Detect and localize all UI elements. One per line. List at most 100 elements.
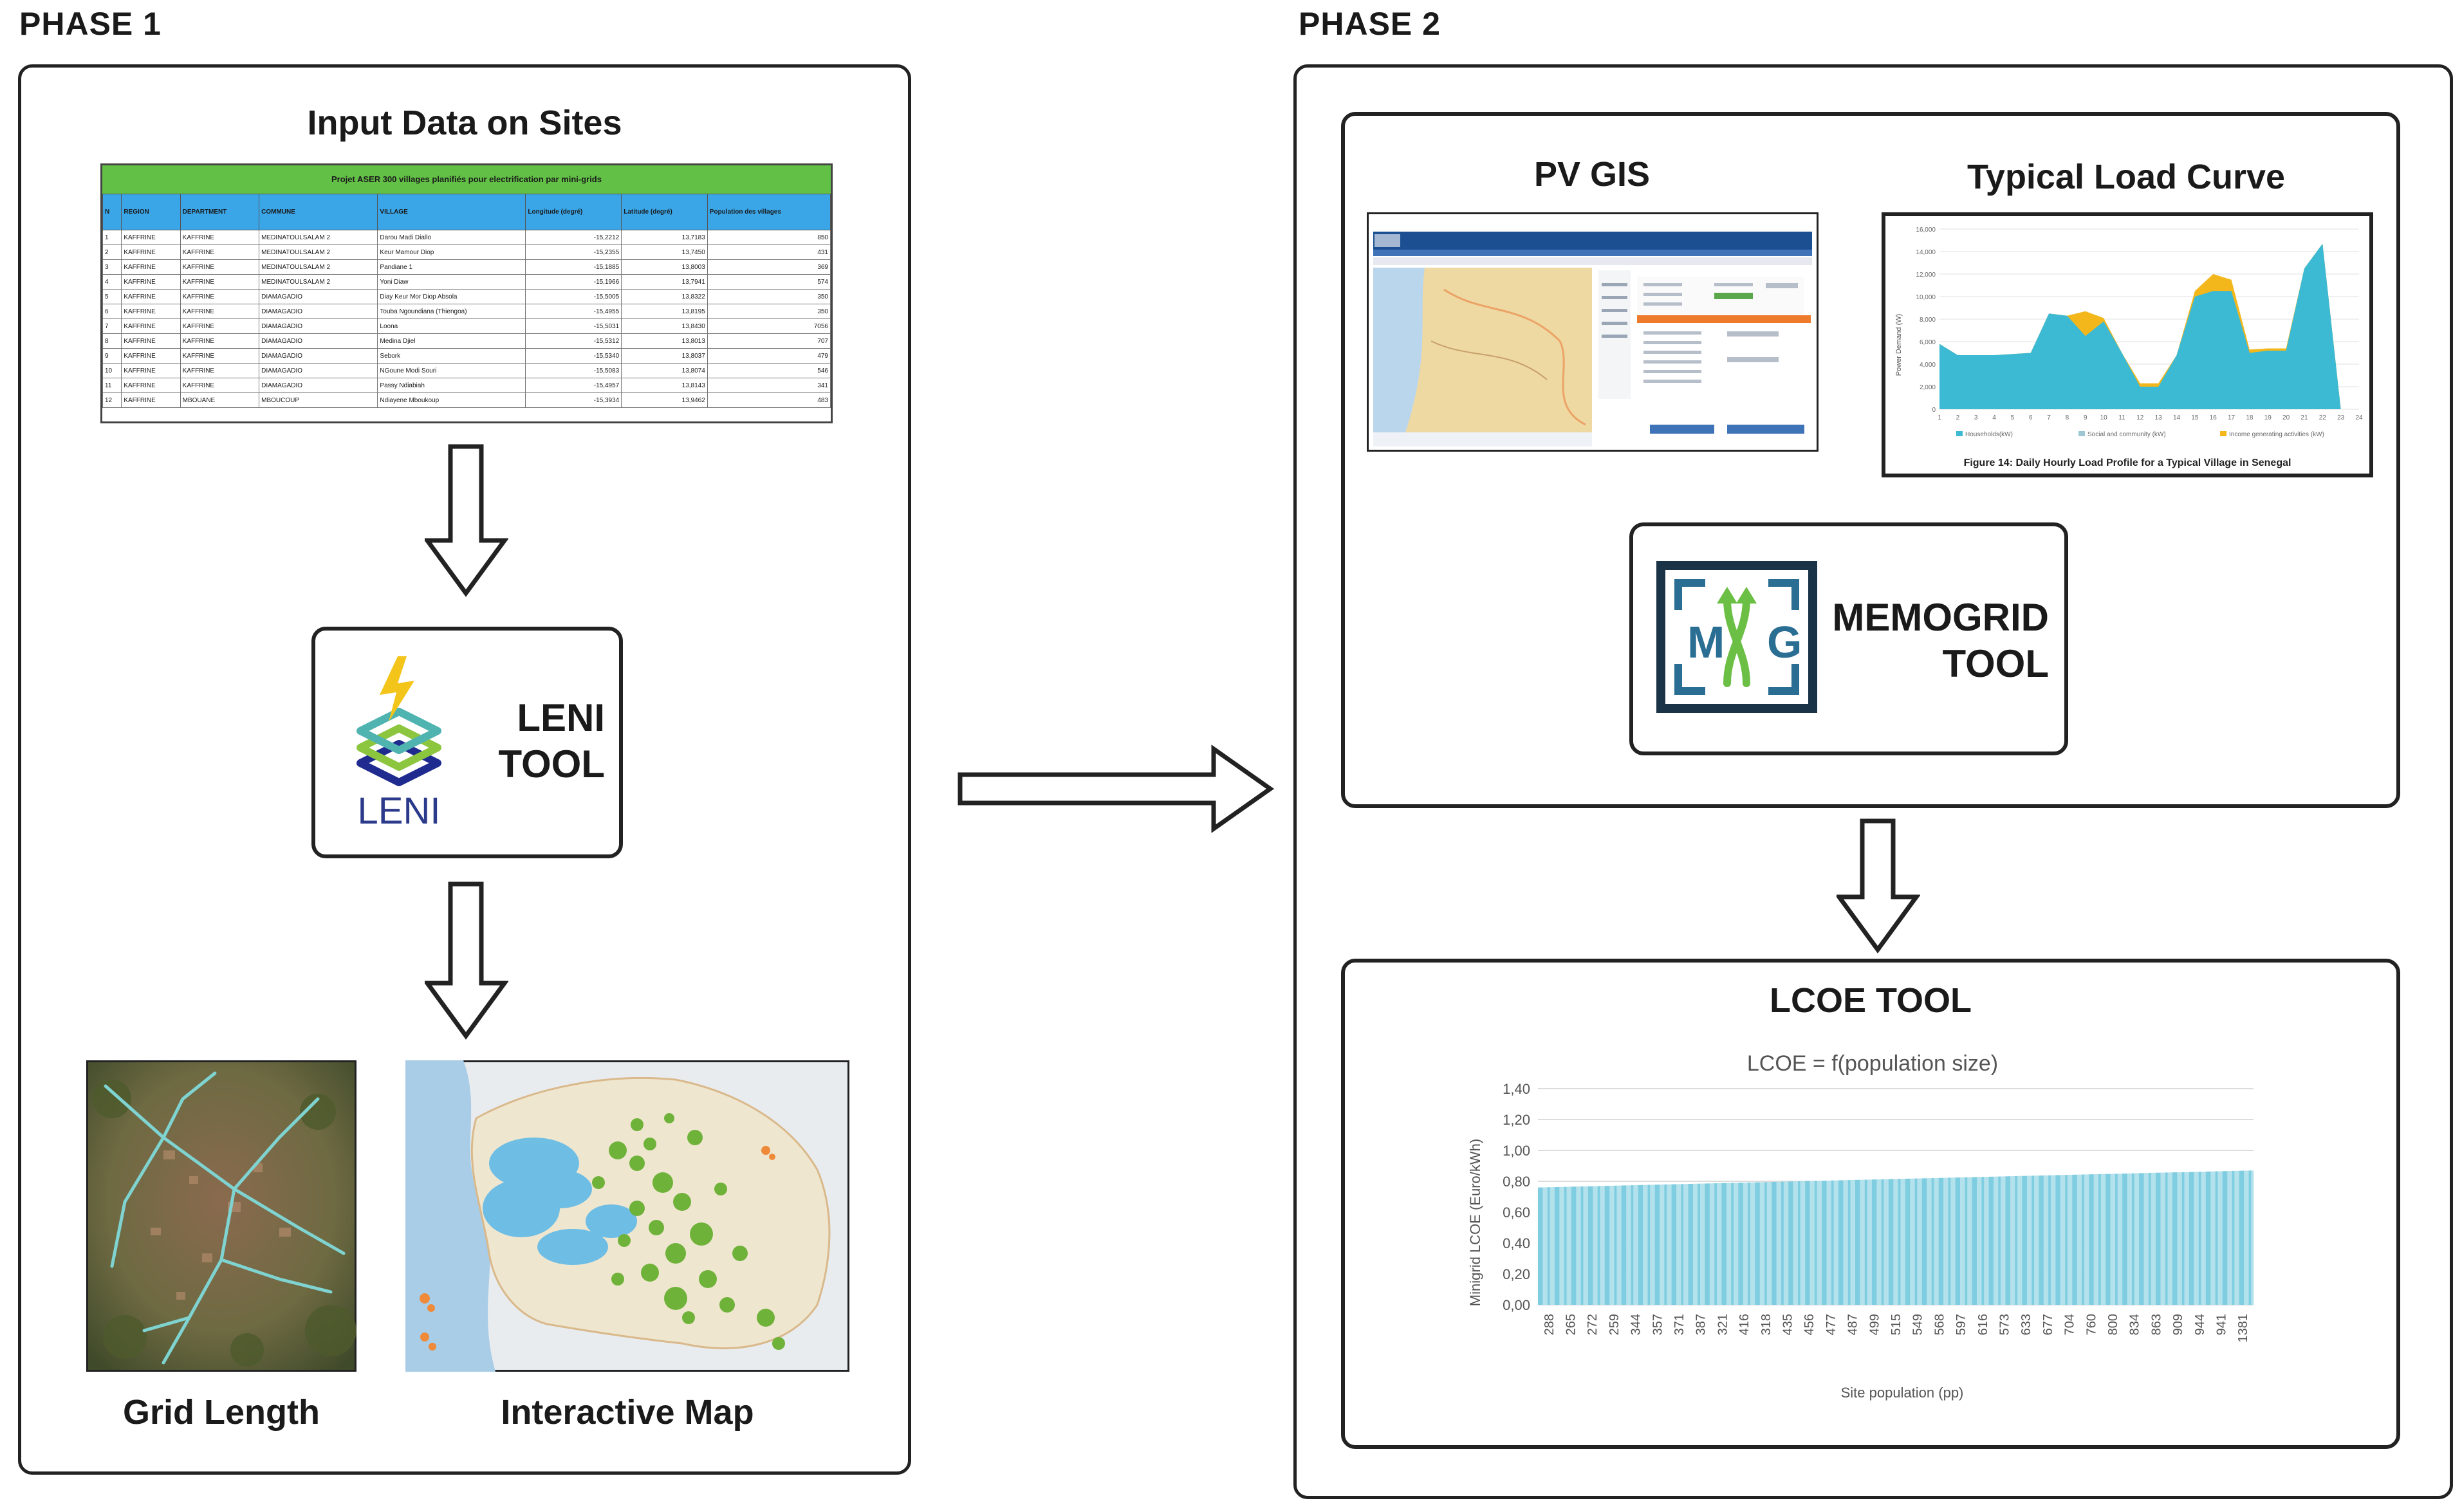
load-x-tick-label: 10 <box>2100 414 2108 421</box>
table-cell: -15,5083 <box>525 363 622 378</box>
load-x-tick-label: 6 <box>2029 414 2033 421</box>
table-cell: Touba Ngoundiana (Thiengoa) <box>377 304 526 319</box>
lcoe-bar <box>1893 1179 1896 1305</box>
lcoe-bar <box>1979 1177 1982 1305</box>
lcoe-bar <box>1550 1187 1553 1305</box>
table-cell: KAFFRINE <box>121 289 181 304</box>
interactive-map-image <box>405 1060 849 1372</box>
table-cell: KAFFRINE <box>180 244 260 260</box>
table-cell: 369 <box>707 259 831 275</box>
lcoe-x-tick-label: 633 <box>2019 1314 2033 1335</box>
table-cell: Darou Madi Diallo <box>377 230 526 245</box>
lcoe-bar <box>1783 1181 1786 1305</box>
table-header-cell: Longitude (degré) <box>525 194 622 230</box>
lcoe-bar <box>2222 1171 2225 1305</box>
lcoe-bar <box>1802 1181 1806 1305</box>
lcoe-x-tick-label: 597 <box>1954 1314 1968 1335</box>
load-x-tick-label: 24 <box>2355 414 2363 421</box>
table-cell: DIAMAGADIO <box>259 378 378 393</box>
lcoe-bar <box>1643 1185 1646 1305</box>
table-cell: MBOUCOUP <box>259 392 378 408</box>
lcoe-bar <box>1614 1185 1617 1305</box>
lcoe-bar <box>1731 1183 1734 1305</box>
load-x-tick-label: 22 <box>2319 414 2327 421</box>
table-cell: -15,5312 <box>525 333 622 349</box>
lcoe-bar <box>2151 1172 2154 1305</box>
lcoe-bar <box>2079 1174 2082 1305</box>
lcoe-bar <box>2124 1173 2127 1305</box>
lcoe-bar <box>1972 1177 1975 1305</box>
lcoe-tool-title: LCOE TOOL <box>1769 981 1972 1020</box>
load-y-tick-label: 14,000 <box>1916 249 1936 256</box>
lcoe-bar <box>1884 1179 1887 1305</box>
table-header-cell: COMMUNE <box>259 194 378 230</box>
load-y-tick-label: 4,000 <box>1920 362 1936 369</box>
pvgis-screenshot <box>1367 212 1819 452</box>
lcoe-bar <box>2005 1176 2008 1305</box>
lcoe-bar <box>1790 1181 1793 1305</box>
lcoe-bar <box>2091 1174 2094 1305</box>
lcoe-x-tick-label: 318 <box>1759 1314 1773 1335</box>
lcoe-bar <box>2246 1170 2249 1305</box>
table-cell: KAFFRINE <box>180 318 260 334</box>
table-cell: 9 <box>102 348 122 364</box>
lcoe-bar <box>1621 1185 1624 1305</box>
lcoe-bar <box>1578 1186 1582 1305</box>
lcoe-bar <box>2033 1175 2037 1305</box>
lcoe-bar <box>1597 1186 1600 1305</box>
lcoe-bar <box>1807 1181 1810 1305</box>
lcoe-bar <box>2075 1174 2078 1305</box>
lcoe-bar <box>1645 1185 1648 1305</box>
lcoe-bar <box>1843 1180 1846 1305</box>
lcoe-bar <box>2244 1170 2247 1305</box>
lcoe-bar <box>1864 1179 1867 1305</box>
load-legend-swatch <box>2078 431 2085 436</box>
lcoe-bar <box>1836 1180 1839 1305</box>
table-cell: DIAMAGADIO <box>259 348 378 364</box>
pvgis-title: PV GIS <box>1533 155 1651 194</box>
table-cell: MEDINATOULSALAM 2 <box>259 274 378 290</box>
lcoe-bar <box>1766 1182 1770 1305</box>
load-legend-label: Income generating activities (kW) <box>2229 431 2324 438</box>
phase2-label: PHASE 2 <box>1299 6 1441 42</box>
lcoe-bar <box>2172 1172 2175 1305</box>
leni-tool-line1: LENI <box>517 696 605 739</box>
lcoe-x-tick-label: 568 <box>1932 1314 1947 1335</box>
lcoe-bar <box>2170 1172 2173 1305</box>
lcoe-bar <box>1941 1177 1944 1305</box>
lcoe-bar <box>1938 1177 1941 1305</box>
lcoe-bar <box>1626 1185 1629 1305</box>
table-cell: MEDINATOULSALAM 2 <box>259 230 378 245</box>
lcoe-bar <box>1748 1182 1751 1305</box>
lcoe-y-tick-label: 0,60 <box>1503 1204 1530 1221</box>
lcoe-bar <box>2015 1175 2018 1305</box>
lcoe-bar <box>1717 1183 1720 1305</box>
lcoe-bar <box>1628 1185 1631 1305</box>
lcoe-bar <box>1824 1181 1827 1305</box>
lcoe-x-tick-label: 477 <box>1824 1314 1838 1335</box>
lcoe-bar <box>2053 1175 2056 1305</box>
lcoe-x-axis-label: Site population (pp) <box>1841 1385 1964 1401</box>
lcoe-bar <box>1726 1183 1729 1305</box>
table-cell: KAFFRINE <box>180 274 260 290</box>
table-cell: 13,8322 <box>621 289 708 304</box>
table-cell: NGoune Modi Souri <box>377 363 526 378</box>
lcoe-bar <box>2036 1175 2039 1305</box>
lcoe-bar <box>1781 1181 1784 1305</box>
lcoe-bar <box>2129 1173 2133 1305</box>
load-series-households-area <box>1939 243 2359 409</box>
lcoe-bar <box>1929 1178 1932 1305</box>
lcoe-bar <box>2086 1174 2089 1305</box>
lcoe-bar <box>2160 1172 2163 1305</box>
lcoe-bar <box>1772 1181 1775 1305</box>
table-cell: DIAMAGADIO <box>259 289 378 304</box>
lcoe-bar <box>2048 1175 2051 1305</box>
lcoe-bar <box>1741 1183 1744 1305</box>
lcoe-bar <box>1667 1184 1670 1305</box>
lcoe-x-tick-label: 800 <box>2106 1314 2120 1335</box>
table-cell: DIAMAGADIO <box>259 333 378 349</box>
lcoe-bar <box>1702 1183 1705 1305</box>
lcoe-bar <box>2107 1174 2111 1305</box>
